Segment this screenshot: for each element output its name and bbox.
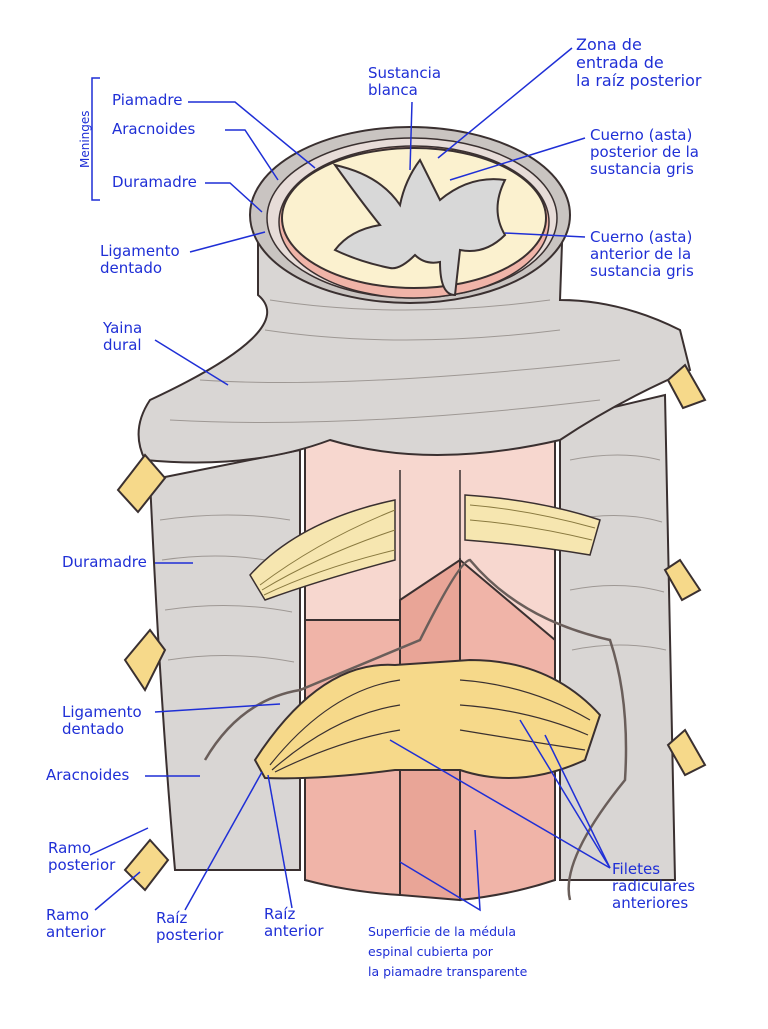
filetes-line2: radiculares [612, 877, 696, 895]
raiz-ant-line2: anterior [264, 922, 324, 940]
ligamento-top-line2: dentado [100, 259, 163, 277]
duramadre-mid-label: Duramadre [62, 553, 147, 571]
cuerno-ant-line3: sustancia gris [590, 262, 694, 280]
rootlets-lower [253, 658, 602, 780]
aracnoides-top-label: Aracnoides [112, 120, 196, 138]
zona-entrada-label: Zona de entrada de la raíz posterior [576, 36, 701, 90]
aracnoides-mid-label: Aracnoides [46, 766, 130, 784]
duramadre-top-label: Duramadre [112, 173, 197, 191]
ligamento-mid-label: Ligamento dentado [62, 704, 142, 738]
sustancia-line1: Sustancia [368, 64, 442, 82]
dura-sheet-right [559, 393, 677, 881]
superficie-line3: la piamadre transparente [368, 964, 528, 979]
cuerno-ant-line2: anterior de la [590, 245, 692, 263]
ligamento-top-line1: Ligamento [100, 242, 180, 260]
raiz-anterior-label: Raíz anterior [264, 906, 324, 940]
cuerno-posterior-label: Cuerno (asta) posterior de la sustancia … [590, 127, 699, 178]
zona-line2: entrada de [576, 53, 664, 72]
ramo-posterior-label: Ramo posterior [48, 840, 115, 874]
raiz-post-line2: posterior [156, 926, 224, 944]
dura-flap-outline [203, 558, 628, 901]
ligamento-mid-line1: Ligamento [62, 703, 142, 721]
filetes-line1: Filetes [612, 860, 661, 878]
cuerno-post-line3: sustancia gris [590, 160, 694, 178]
zona-line1: Zona de [576, 35, 642, 54]
yaina-line2: dural [103, 336, 142, 354]
raiz-ant-line1: Raíz [264, 905, 296, 923]
filetes-line3: anteriores [612, 894, 689, 912]
rootlets-upper-right [464, 494, 601, 556]
superficie-line2: espinal cubierta por [368, 944, 493, 959]
leader-lines [89, 47, 611, 912]
gray-matter [332, 158, 507, 297]
superficie-label: Superficie de la médula espinal cubierta… [368, 922, 527, 982]
meninges-label: Meninges [78, 110, 92, 168]
ligamento-mid-line2: dentado [62, 720, 125, 738]
filetes-label: Filetes radiculares anteriores [612, 861, 695, 912]
piamadre-label: Piamadre [112, 91, 183, 109]
ligamento-top-label: Ligamento dentado [100, 243, 190, 277]
sustancia-blanca-label: Sustancia blanca [368, 65, 441, 99]
cuerno-ant-line1: Cuerno (asta) [590, 228, 693, 246]
superficie-line1: Superficie de la médula [368, 924, 517, 939]
dura-texture [159, 454, 667, 663]
ramo-ant-line2: anterior [46, 923, 106, 941]
ramo-anterior-label: Ramo anterior [46, 907, 106, 941]
ramo-ant-line1: Ramo [46, 906, 90, 924]
ramo-post-line1: Ramo [48, 839, 92, 857]
cuerno-post-line2: posterior de la [590, 143, 699, 161]
ramo-post-line2: posterior [48, 856, 116, 874]
dura-sheet-left [148, 448, 301, 871]
raiz-post-line1: Raíz [156, 909, 188, 927]
sustancia-line2: blanca [368, 81, 418, 99]
cuerno-anterior-label: Cuerno (asta) anterior de la sustancia g… [590, 229, 694, 280]
zona-line3: la raíz posterior [576, 71, 702, 90]
cuerno-post-line1: Cuerno (asta) [590, 126, 693, 144]
yaina-dural-label: Yaina dural [103, 320, 142, 354]
yaina-line1: Yaina [103, 319, 143, 337]
spinal-nerves [116, 363, 707, 892]
raiz-posterior-label: Raíz posterior [156, 910, 223, 944]
